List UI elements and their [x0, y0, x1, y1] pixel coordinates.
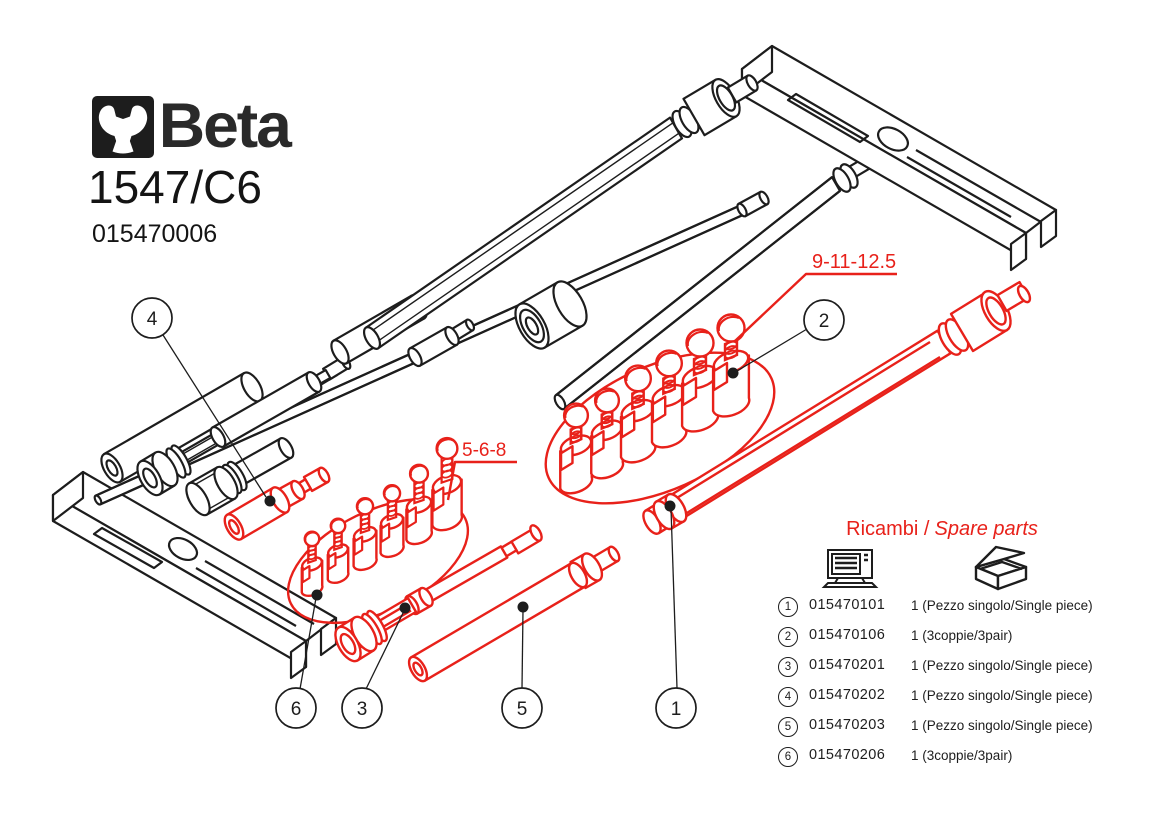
- spare-parts-panel: Ricambi /Spare parts 1 015470101: [760, 518, 1160, 773]
- row-part-code: 015470106: [809, 627, 886, 643]
- callout-leaders: [162, 328, 808, 690]
- red-sleeve-rod-part5: [407, 545, 621, 683]
- row-part-code: 015470101: [809, 597, 886, 613]
- leader-dot: [517, 601, 529, 613]
- brand-block: Beta 1547/C6 015470006: [88, 91, 292, 249]
- spare-part-row: 2 015470106 1 (3coppie/3pair): [760, 623, 1160, 653]
- callout-6: 6: [275, 687, 317, 729]
- row-number-badge: 6: [778, 747, 798, 767]
- row-part-code: 015470202: [809, 687, 886, 703]
- svg-text:6: 6: [291, 699, 302, 720]
- model-number: 1547/C6: [88, 161, 262, 213]
- svg-text:4: 4: [147, 309, 158, 330]
- leader-dot: [311, 589, 323, 601]
- row-part-code: 015470206: [809, 747, 886, 763]
- spare-parts-title: Ricambi /Spare parts: [760, 518, 1160, 541]
- row-quantity: 1 (Pezzo singolo/Single piece): [911, 718, 1093, 733]
- row-part-code: 015470201: [809, 657, 886, 673]
- spare-part-row: 6 015470206 1 (3coppie/3pair): [760, 743, 1160, 773]
- callout-2: 2: [803, 299, 845, 341]
- beta-wrench-icon: [92, 96, 154, 158]
- row-number-badge: 5: [778, 717, 798, 737]
- leader-dot: [264, 495, 276, 507]
- callout-1: 1: [655, 687, 697, 729]
- svg-text:1: 1: [671, 699, 682, 720]
- row-number-badge: 3: [778, 657, 798, 677]
- row-quantity: 1 (Pezzo singolo/Single piece): [911, 688, 1093, 703]
- group-label-large: 9-11-12.5: [734, 251, 897, 342]
- callout-5: 5: [501, 687, 543, 729]
- red-adapter-group-large: [544, 313, 776, 505]
- hex-bushing: [185, 436, 295, 517]
- sleeve-bushing: [514, 280, 588, 350]
- spare-part-row: 3 015470201 1 (Pezzo singolo/Single piec…: [760, 653, 1160, 683]
- svg-text:2: 2: [819, 311, 830, 332]
- callout-3: 3: [341, 687, 383, 729]
- computer-icon: [821, 549, 879, 588]
- callout-4: 4: [131, 297, 173, 339]
- frame-rail-bottom-left: [51, 470, 338, 680]
- svg-text:5: 5: [517, 699, 528, 720]
- spare-parts-icons: [760, 541, 1160, 593]
- spare-part-row: 4 015470202 1 (Pezzo singolo/Single piec…: [760, 683, 1160, 713]
- box-icon: [974, 545, 1028, 591]
- red-threaded-rod-part1: [642, 280, 1032, 535]
- leader-dot: [399, 602, 411, 614]
- beta-logo-text: Beta: [158, 91, 292, 161]
- leader-dot: [664, 500, 676, 512]
- stub-rod: [407, 318, 476, 368]
- row-quantity: 1 (3coppie/3pair): [911, 748, 1013, 763]
- product-code: 015470006: [92, 220, 218, 248]
- row-quantity: 1 (Pezzo singolo/Single piece): [911, 658, 1093, 673]
- spare-part-row: 1 015470101 1 (Pezzo singolo/Single piec…: [760, 593, 1160, 623]
- row-number-badge: 1: [778, 597, 798, 617]
- row-number-badge: 4: [778, 687, 798, 707]
- row-quantity: 1 (Pezzo singolo/Single piece): [911, 598, 1093, 613]
- spare-part-row: 5 015470203 1 (Pezzo singolo/Single piec…: [760, 713, 1160, 743]
- frame-rail-top-right: [740, 44, 1058, 272]
- row-quantity: 1 (3coppie/3pair): [911, 628, 1013, 643]
- leader-dot: [727, 367, 739, 379]
- threaded-knob-rod: [362, 74, 759, 350]
- svg-text:3: 3: [357, 699, 368, 720]
- row-part-code: 015470203: [809, 717, 886, 733]
- spare-parts-title-en: Spare parts: [934, 518, 1038, 540]
- svg-text:9-11-12.5: 9-11-12.5: [812, 251, 896, 273]
- group-label-small: 5-6-8: [446, 440, 517, 501]
- row-number-badge: 2: [778, 627, 798, 647]
- svg-text:5-6-8: 5-6-8: [462, 440, 506, 461]
- spare-parts-title-it: Ricambi /: [846, 518, 930, 540]
